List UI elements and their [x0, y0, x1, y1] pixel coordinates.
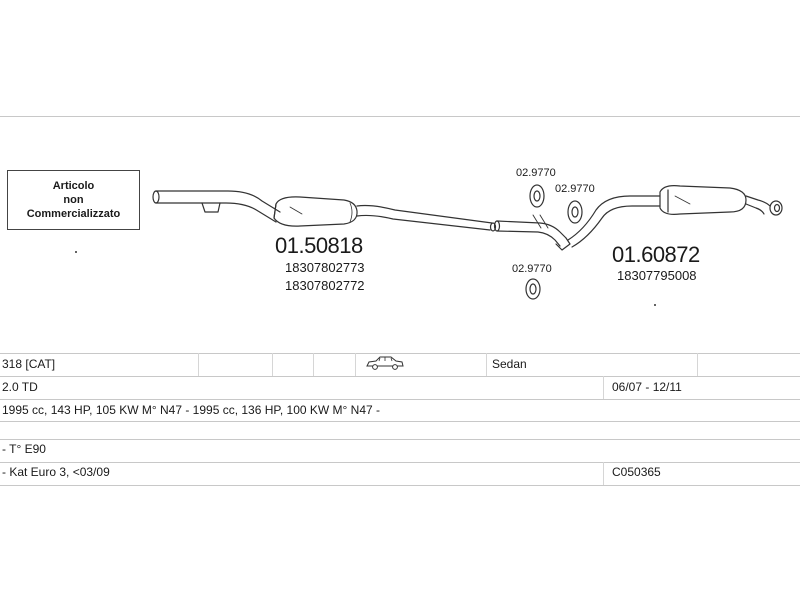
vehicle-years: 06/07 - 12/11 — [612, 380, 682, 394]
vehicle-model: 318 [CAT] — [2, 357, 56, 371]
rubber-mount[interactable] — [529, 184, 545, 208]
notice-line: Commercializzato — [26, 208, 121, 220]
front-muffler-ref: 18307802773 — [285, 260, 365, 275]
rear-muffler-ref: 18307795008 — [617, 268, 697, 283]
vehicle-emission: - Kat Euro 3, <03/09 — [2, 465, 110, 479]
vehicle-specs: 1995 cc, 143 HP, 105 KW M° N47 - 1995 cc… — [2, 403, 381, 417]
notice-line: non — [63, 194, 84, 206]
col-separator — [697, 353, 698, 376]
sedan-car-icon — [365, 355, 405, 374]
front-muffler-assembly[interactable] — [152, 190, 497, 232]
vehicle-code: C050365 — [612, 465, 661, 479]
row-divider — [0, 421, 800, 422]
table-top-line — [0, 353, 800, 354]
decorative-dot — [654, 304, 656, 306]
col-separator — [198, 353, 199, 376]
decorative-dot — [75, 251, 77, 253]
rear-muffler-assembly[interactable] — [493, 185, 783, 251]
not-sold-notice: Articolo non Commercializzato — [7, 170, 140, 230]
row-divider — [0, 376, 800, 377]
row-divider — [0, 399, 800, 400]
vehicle-body-type: Sedan — [492, 357, 527, 371]
col-separator — [486, 353, 487, 376]
mount-number: 02.9770 — [512, 263, 552, 275]
frame-top-line — [0, 116, 800, 117]
col-separator — [313, 353, 314, 376]
table-bottom-line — [0, 485, 800, 486]
col-separator — [272, 353, 273, 376]
front-muffler-number: 01.50818 — [275, 233, 363, 258]
rubber-mount[interactable] — [525, 278, 541, 300]
rubber-mount[interactable] — [567, 200, 583, 224]
row-divider — [0, 439, 800, 440]
col-separator — [603, 376, 604, 399]
notice-line: Articolo — [52, 180, 95, 192]
row-divider — [0, 462, 800, 463]
col-separator — [603, 462, 604, 485]
mount-number: 02.9770 — [555, 183, 595, 195]
mount-number: 02.9770 — [516, 167, 556, 179]
front-muffler-ref: 18307802772 — [285, 278, 365, 293]
vehicle-chassis: - T° E90 — [2, 442, 46, 456]
vehicle-engine: 2.0 TD — [2, 380, 38, 394]
col-separator — [355, 353, 356, 376]
rear-muffler-number: 01.60872 — [612, 242, 700, 267]
